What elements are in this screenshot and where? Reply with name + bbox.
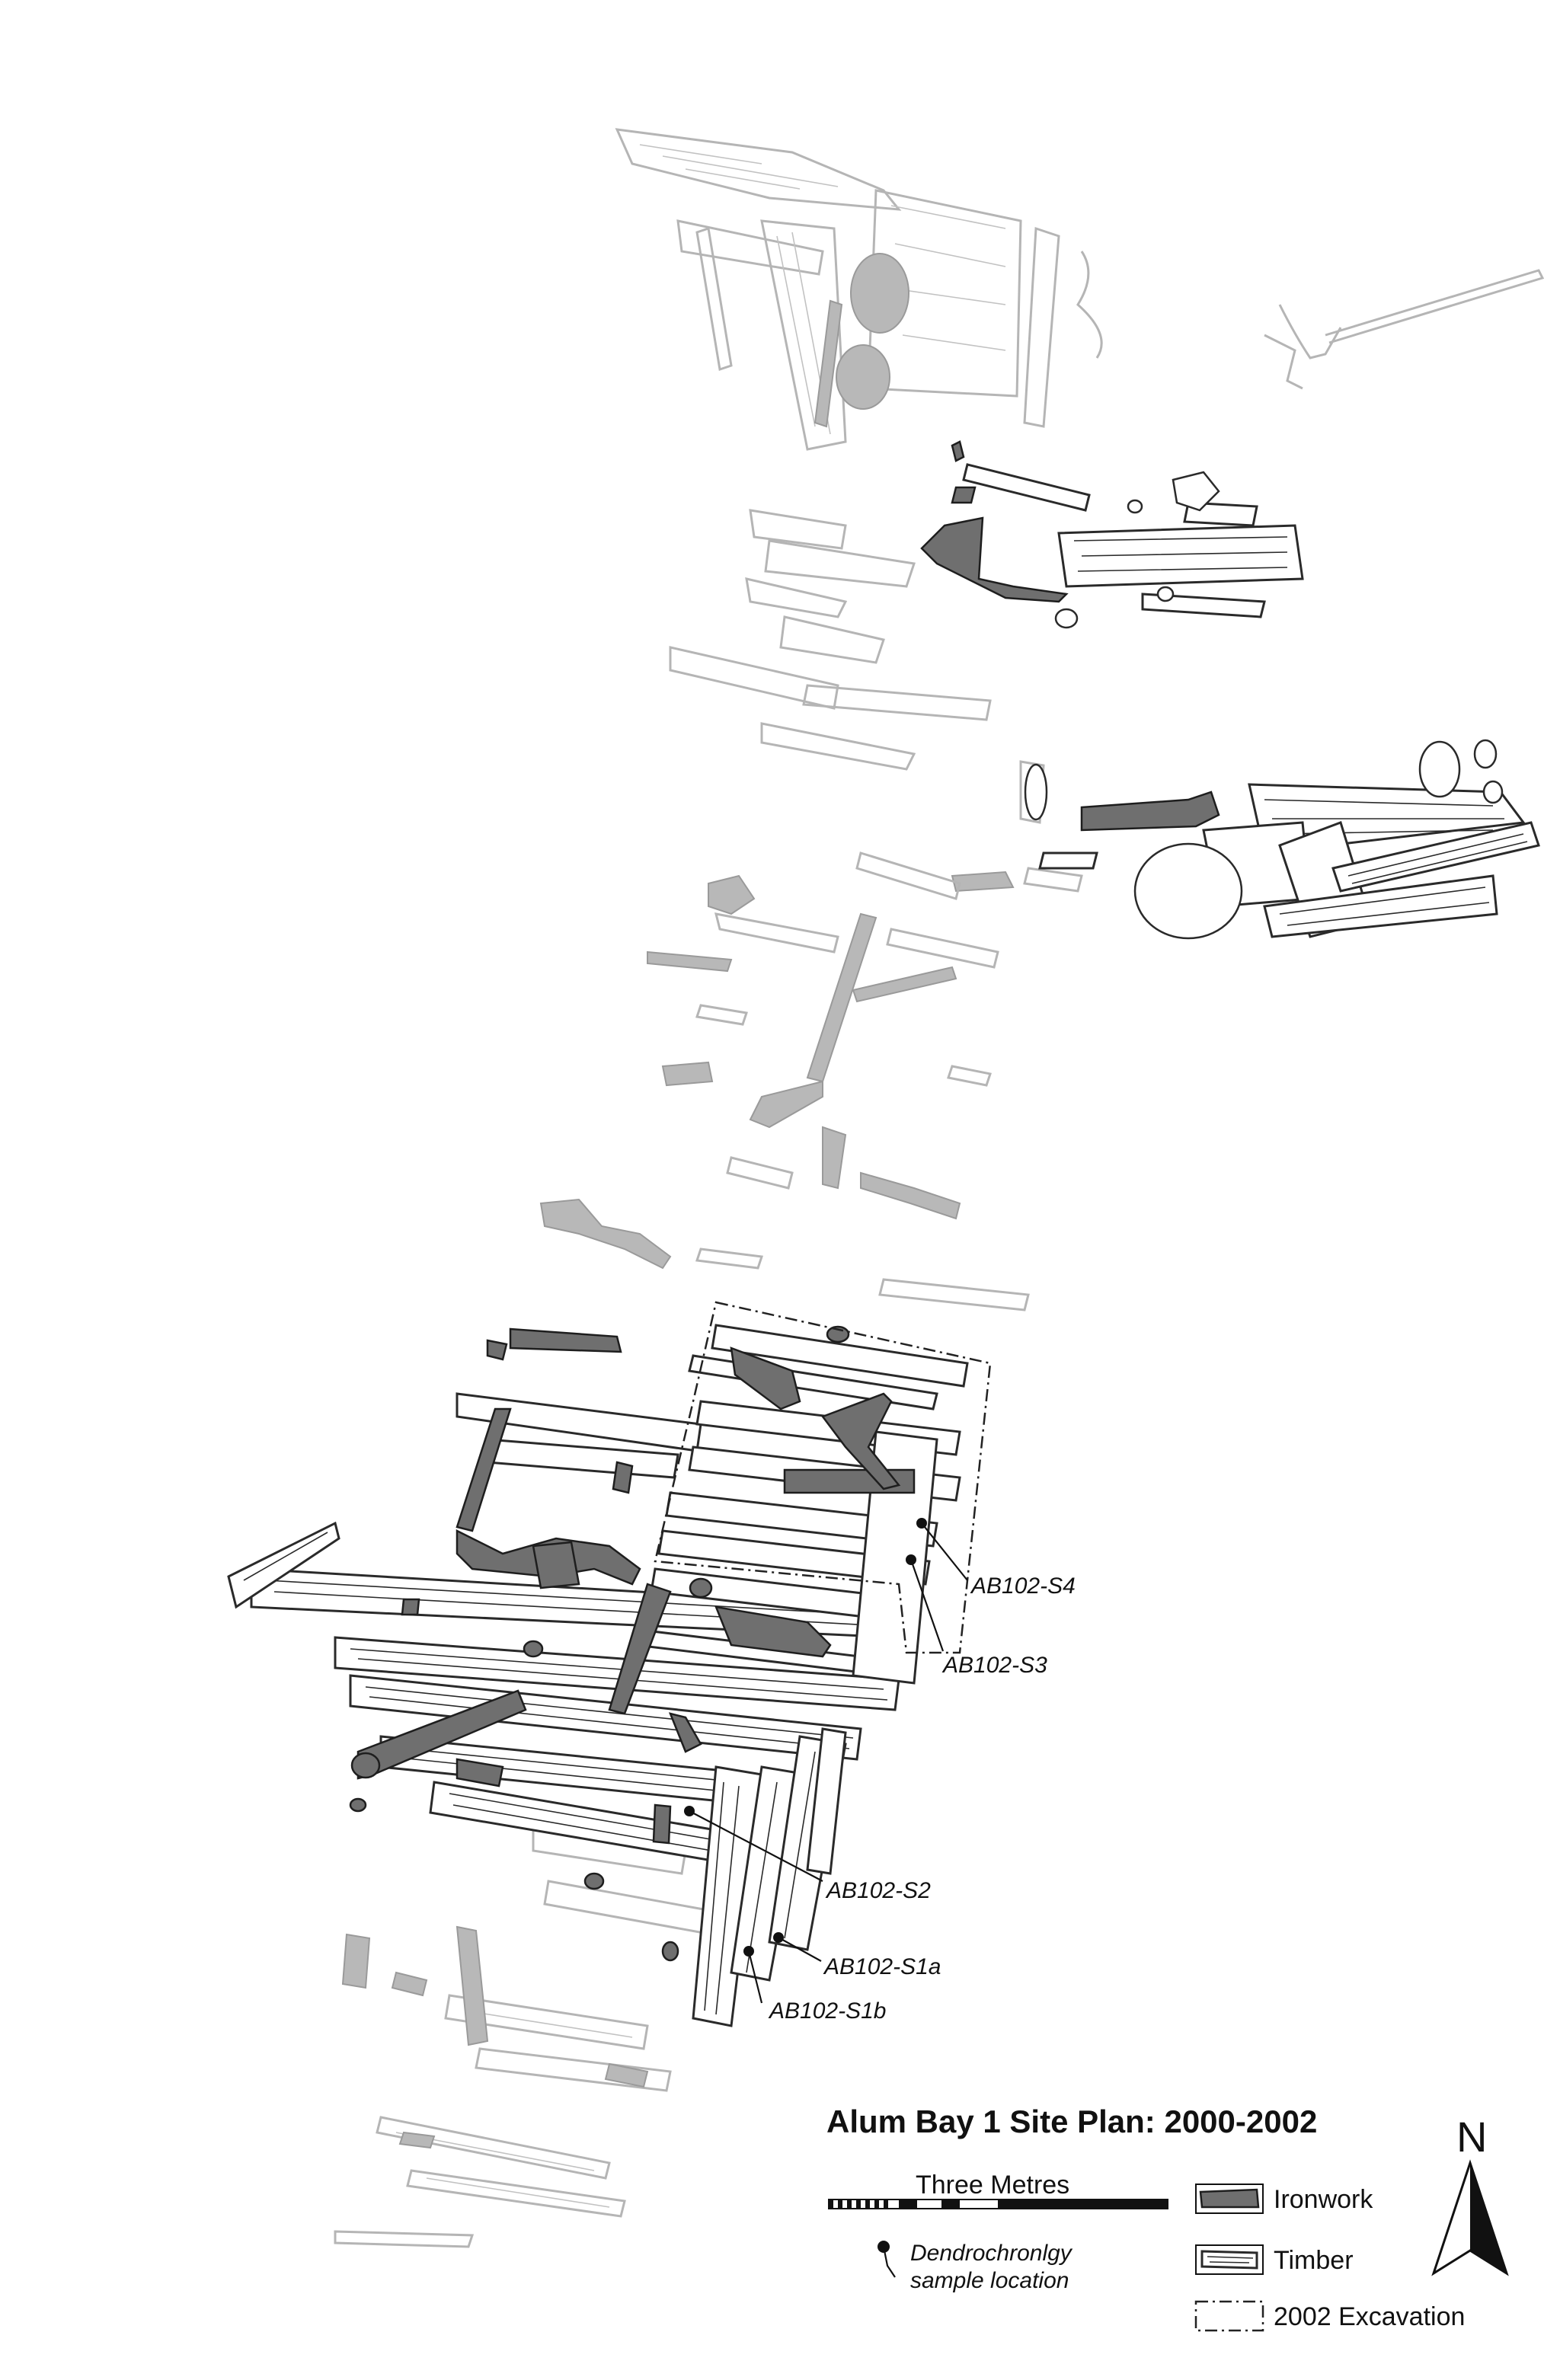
legend-dendro-line2: sample location — [910, 2268, 1069, 2293]
legend-dendro: Dendrochronlgy sample location — [878, 2241, 1073, 2293]
sample-label-s4: AB102-S4 — [970, 1573, 1076, 1599]
sample-ab102-s4: AB102-S4 — [916, 1518, 1076, 1599]
ne-timber-cluster-2 — [1024, 739, 1540, 940]
sample-ab102-s2: AB102-S2 — [684, 1806, 931, 1903]
sample-label-s1a: AB102-S1a — [823, 1954, 941, 1979]
sample-ab102-s1b: AB102-S1b — [743, 1946, 886, 2024]
legend-ironwork-label: Ironwork — [1274, 2185, 1373, 2214]
scale-bar: Three Metres — [828, 2171, 1168, 2209]
sample-label-s3: AB102-S3 — [941, 1653, 1047, 1678]
faded-middle-features — [539, 851, 1083, 1311]
ne-timber-cluster-1 — [920, 440, 1304, 629]
north-arrow: N — [1431, 2113, 1509, 2276]
legend-excavation-label: 2002 Excavation — [1274, 2302, 1465, 2331]
legend-dendro-line1: Dendrochronlgy — [910, 2241, 1073, 2266]
sample-label-s1b: AB102-S1b — [768, 1998, 886, 2024]
legend-excavation: 2002 Excavation — [1194, 2300, 1465, 2332]
legend-ironwork: Ironwork — [1195, 2184, 1373, 2214]
sample-ab102-s1a: AB102-S1a — [773, 1932, 941, 1979]
legend-timber: Timber — [1195, 2244, 1354, 2275]
faded-southern-timbers — [334, 1826, 718, 2248]
scale-bar-label: Three Metres — [916, 2171, 1069, 2200]
north-label: N — [1456, 2113, 1487, 2161]
plan-title: Alum Bay 1 Site Plan: 2000-2002 — [826, 2104, 1317, 2139]
main-wreck-ironwork — [349, 1325, 916, 1962]
sample-ab102-s3: AB102-S3 — [906, 1554, 1047, 1678]
legend-timber-label: Timber — [1274, 2246, 1354, 2275]
faded-northern-timbers — [615, 128, 1545, 824]
sample-label-s2: AB102-S2 — [825, 1878, 931, 1903]
